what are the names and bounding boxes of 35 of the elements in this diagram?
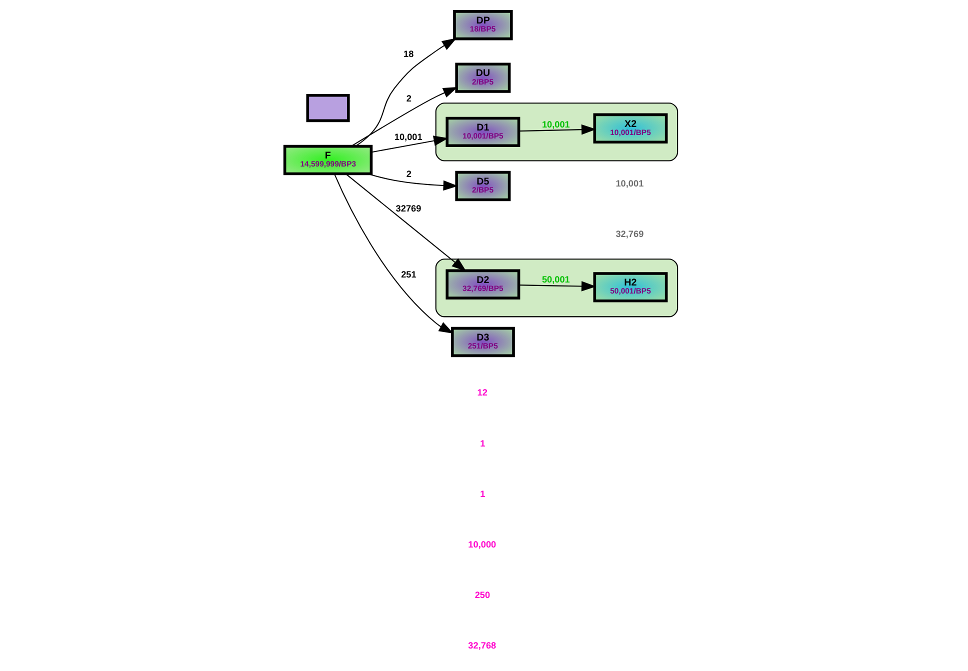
edge-label: 32769	[396, 204, 422, 214]
label: 12	[477, 388, 488, 398]
label: 10,000	[468, 539, 496, 550]
label: 32,769	[616, 228, 644, 239]
label: 1	[480, 438, 486, 448]
node-box: D1 10,001/BP5	[446, 116, 520, 148]
arrow	[334, 174, 454, 334]
node-box: H2 50,001/BP5	[593, 272, 668, 302]
edge-label: 50,001	[542, 274, 570, 285]
edge-label: 2	[406, 169, 412, 180]
node-box: F 14,599,999/BP3	[283, 144, 373, 176]
arrow	[355, 38, 457, 147]
label: 10,001	[616, 178, 644, 188]
arrow	[518, 124, 596, 135]
label: 1	[480, 488, 486, 499]
node-box	[306, 94, 350, 122]
label: 250	[474, 590, 490, 600]
arrow	[371, 136, 448, 153]
edge-label: 10,001	[394, 132, 422, 142]
edge-label: 18	[404, 49, 414, 60]
arrow	[345, 173, 466, 272]
edge-label: 10,001	[542, 119, 570, 130]
label: 32,768	[468, 640, 496, 651]
node-box: X2 10,001/BP5	[593, 113, 668, 144]
node-box: DP 18/BP5	[453, 10, 513, 40]
node-box: D5 2/BP5	[455, 170, 511, 202]
edge-label: 2	[406, 93, 412, 104]
node-box: D2 32,769/BP5	[446, 269, 520, 300]
node-box: DU 2/BP5	[455, 62, 511, 93]
arrow	[350, 86, 458, 147]
node-box: D3 251/BP5	[450, 326, 515, 358]
arrow	[367, 173, 458, 191]
arrow	[518, 281, 596, 292]
cluster	[435, 102, 678, 162]
edge-label: 251	[401, 270, 416, 280]
